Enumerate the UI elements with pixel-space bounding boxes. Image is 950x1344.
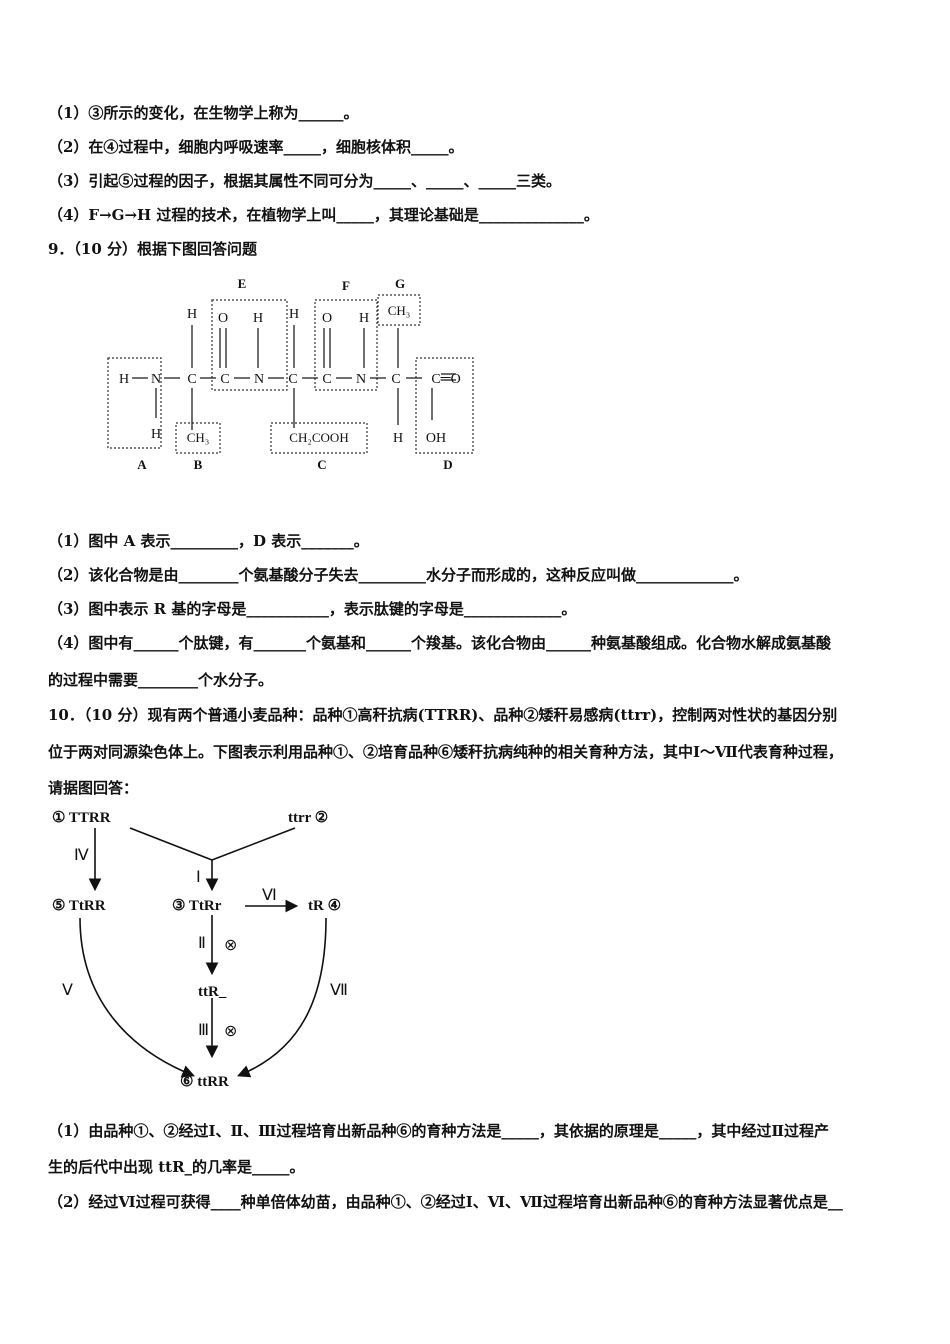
step-II: Ⅱ bbox=[198, 935, 206, 952]
selfing-symbol: ⊗ bbox=[224, 1023, 237, 1040]
selfing-symbol: ⊗ bbox=[224, 937, 237, 954]
atom-H: H bbox=[151, 427, 161, 442]
atom-O: O bbox=[322, 311, 332, 326]
box-E bbox=[211, 299, 288, 391]
atom-N: N bbox=[254, 372, 264, 387]
box-A bbox=[107, 357, 162, 449]
box-G bbox=[377, 294, 421, 326]
group-CH3: CH₃ bbox=[388, 303, 411, 318]
breeding-flow-diagram: ① TTRR ttrr ② ⑤ TtRR ③ TtRr tR ④ ttR_ ⑥ … bbox=[52, 810, 348, 1090]
step-III: Ⅲ bbox=[198, 1022, 209, 1039]
label-A: A bbox=[137, 457, 147, 472]
atom-H: H bbox=[289, 307, 299, 322]
q9-line-2: （2）该化合物是由________个氨基酸分子失去_________水分子而形成… bbox=[48, 566, 749, 584]
q10-line-3: （2）经过Ⅵ过程可获得____种单倍体幼苗，由品种①、②经过Ⅰ、Ⅵ、Ⅶ过程培育出… bbox=[48, 1193, 843, 1211]
q8-line-4: （4）F→G→H 过程的技术，在植物学上叫_____，其理论基础是_______… bbox=[48, 206, 599, 224]
atom-O: O bbox=[218, 311, 228, 326]
q9-line-5: 的过程中需要________个水分子。 bbox=[48, 671, 274, 689]
box-D bbox=[415, 357, 474, 454]
q9-header: 9．（10 分）根据下图回答问题 bbox=[48, 240, 258, 258]
peptide-structure-diagram: E F G A B C D H N H H bbox=[107, 276, 474, 472]
node-1: ① TTRR bbox=[52, 810, 111, 826]
atom-N: N bbox=[151, 372, 161, 387]
atom-H: H bbox=[359, 311, 369, 326]
step-V: Ⅴ bbox=[62, 982, 73, 999]
node-2: ttrr ② bbox=[288, 810, 328, 826]
atom-C: C bbox=[220, 372, 229, 387]
label-B: B bbox=[194, 457, 203, 472]
label-C: C bbox=[317, 457, 326, 472]
step-IV: Ⅳ bbox=[74, 847, 89, 864]
label-D: D bbox=[443, 457, 452, 472]
atom-C: C bbox=[322, 372, 331, 387]
group-CH3: CH₃ bbox=[187, 430, 210, 445]
group-CO: C═O bbox=[431, 372, 460, 387]
label-G: G bbox=[395, 276, 405, 291]
q10-line-2: 生的后代中出现 ttR_的几率是_____。 bbox=[48, 1158, 305, 1176]
step-VII: Ⅶ bbox=[330, 982, 348, 999]
atom-H: H bbox=[393, 431, 403, 446]
q10-header-2: 位于两对同源染色体上。下图表示利用品种①、②培育品种⑥矮秆抗病纯种的相关育种方法… bbox=[48, 743, 843, 761]
q8-line-2: （2）在④过程中，细胞内呼吸速率_____，细胞核体积_____。 bbox=[48, 138, 464, 156]
atom-H: H bbox=[187, 307, 197, 322]
node-6: ⑥ ttRR bbox=[180, 1074, 229, 1090]
q9-line-3: （3）图中表示 R 基的字母是___________，表示肽键的字母是_____… bbox=[48, 600, 577, 618]
node-5: ⑤ TtRR bbox=[52, 898, 106, 914]
q9-line-1: （1）图中 A 表示_________，D 表示_______。 bbox=[48, 532, 369, 550]
atom-C: C bbox=[288, 372, 297, 387]
label-E: E bbox=[238, 276, 247, 291]
q10-header-1: 10．（10 分）现有两个普通小麦品种：品种①高秆抗病(TTRR)、品种②矮秆易… bbox=[48, 706, 838, 724]
box-B bbox=[175, 422, 221, 454]
atom-H: H bbox=[253, 311, 263, 326]
q8-line-3: （3）引起⑤过程的因子，根据其属性不同可分为_____、_____、_____三… bbox=[48, 172, 561, 190]
q9-line-4: （4）图中有______个肽键，有_______个氨基和______个羧基。该化… bbox=[48, 634, 831, 652]
box-C bbox=[270, 422, 368, 454]
q8-line-1: （1）③所示的变化，在生物学上称为______。 bbox=[48, 104, 359, 122]
q10-line-1: （1）由品种①、②经过Ⅰ、Ⅱ、Ⅲ过程培育出新品种⑥的育种方法是_____，其依据… bbox=[48, 1122, 830, 1140]
label-F: F bbox=[342, 278, 350, 293]
atom-C: C bbox=[391, 372, 400, 387]
atom-H: H bbox=[119, 372, 129, 387]
atom-C: C bbox=[187, 372, 196, 387]
group-CH2COOH: CH₂COOH bbox=[289, 430, 348, 445]
step-VI: Ⅵ bbox=[262, 887, 277, 904]
atom-N: N bbox=[356, 372, 366, 387]
node-3: ③ TtRr bbox=[172, 898, 222, 914]
node-ttR: ttR_ bbox=[198, 984, 227, 1000]
q10-header-3: 请据图回答： bbox=[48, 779, 139, 797]
group-OH: OH bbox=[426, 431, 446, 446]
node-4: tR ④ bbox=[308, 898, 341, 914]
step-I: Ⅰ bbox=[196, 869, 201, 886]
